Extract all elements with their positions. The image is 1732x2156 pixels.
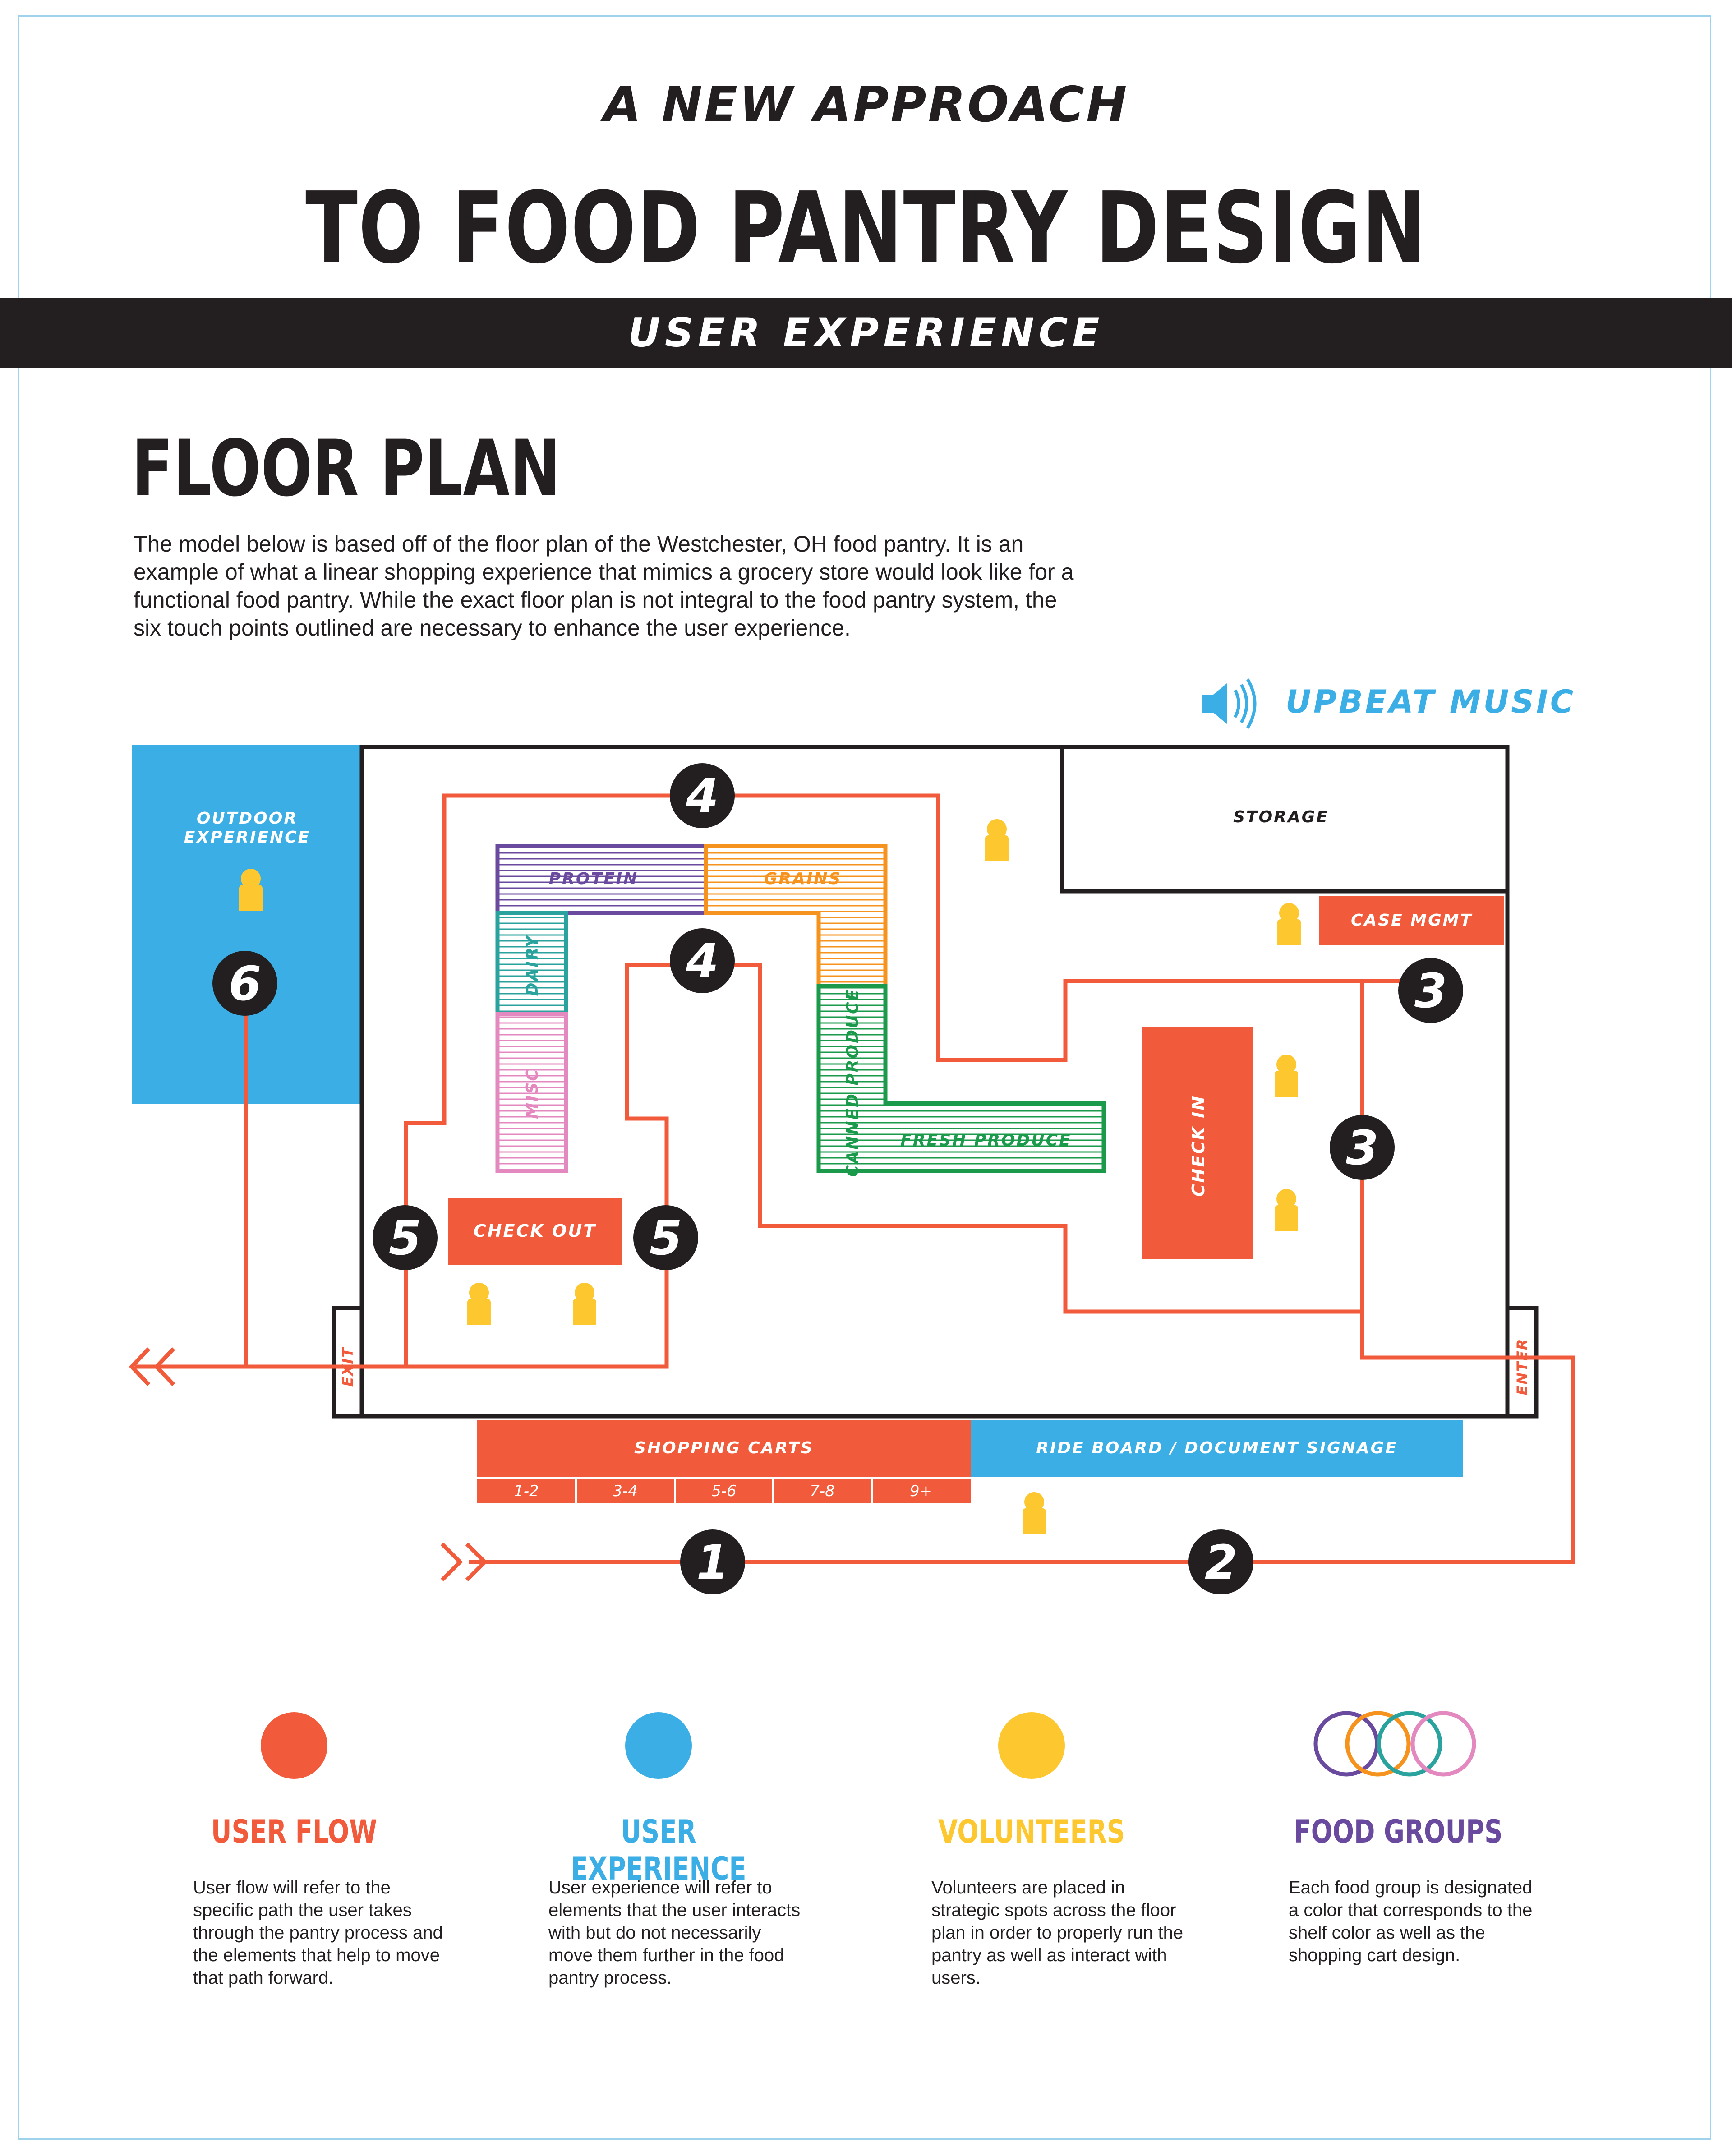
legend-title-food-groups: FOOD GROUPS	[1294, 1813, 1503, 1850]
speaker-icon	[1202, 678, 1257, 729]
legend-title-user-flow: USER FLOW	[211, 1813, 377, 1850]
cart-size-9-plus: 9+	[910, 1482, 932, 1500]
entry-arrow	[465, 1542, 488, 1582]
ride-board-label: RIDE BOARD / DOCUMENT SIGNAGE	[1036, 1439, 1398, 1457]
case-mgmt-label: CASE MGMT	[1351, 911, 1473, 930]
page-title: TO FOOD PANTRY DESIGN	[305, 171, 1427, 286]
floor-plan-heading: FLOOR PLAN	[132, 423, 561, 514]
svg-text:2: 2	[1205, 1535, 1237, 1590]
volunteer-icon	[239, 869, 263, 911]
fresh-produce-label: FRESH PRODUCE	[900, 1131, 1071, 1150]
legend-desc-food-groups: Each food group is designated a color th…	[1289, 1878, 1533, 1965]
cart-sizes: 1-2 3-4 5-6 7-8 9+	[477, 1477, 971, 1503]
user-experience-dot-icon	[625, 1712, 692, 1779]
touch-point-4: 4	[670, 928, 735, 993]
cart-size-5-6: 5-6	[711, 1482, 737, 1500]
volunteer-icon	[573, 1283, 596, 1325]
misc-label: MISC	[523, 1068, 542, 1119]
misc-shelf	[495, 1012, 568, 1173]
exit-arrow	[153, 1347, 175, 1387]
section-banner	[0, 298, 1732, 368]
svg-text:1: 1	[696, 1535, 729, 1590]
cart-size-7-8: 7-8	[810, 1482, 835, 1500]
volunteer-icon	[1275, 1189, 1298, 1231]
floor-plan-intro: The model below is based off of the floo…	[134, 531, 1074, 640]
volunteer-icon	[467, 1283, 491, 1325]
check-in-label: CHECK IN	[1188, 1095, 1208, 1197]
check-out-label: CHECK OUT	[474, 1221, 596, 1241]
svg-text:3: 3	[1346, 1120, 1378, 1175]
touch-point-5: 5	[373, 1205, 438, 1270]
grains-label: GRAINS	[764, 870, 842, 888]
entry-arrow	[440, 1542, 463, 1582]
building-outline	[332, 745, 1539, 1419]
enter-label: ENTER	[1514, 1338, 1531, 1396]
touch-point-4: 4	[670, 763, 735, 828]
volunteer-icon	[1275, 1055, 1298, 1097]
legend-desc-user-flow: User flow will refer to the specific pat…	[193, 1878, 443, 1988]
dairy-label: DAIRY	[523, 934, 542, 996]
canned-produce-label: CANNED PRODUCE	[843, 988, 862, 1177]
cart-size-1-2: 1-2	[514, 1482, 539, 1500]
touch-point-3: 3	[1330, 1115, 1395, 1180]
volunteer-icon	[1277, 903, 1301, 945]
legend-title-user-experience: USER EXPERIENCE	[571, 1813, 746, 1887]
outdoor-label: OUTDOOR	[197, 809, 298, 828]
legend-title-volunteers: VOLUNTEERS	[938, 1813, 1125, 1850]
shopping-carts-label: SHOPPING CARTS	[634, 1439, 814, 1457]
svg-text:5: 5	[650, 1211, 682, 1266]
touch-point-5: 5	[633, 1205, 698, 1270]
dairy-shelf	[495, 911, 568, 1016]
user-flow-dot-icon	[261, 1712, 327, 1779]
check-out-desk	[448, 1198, 622, 1265]
svg-text:5: 5	[389, 1211, 421, 1266]
legend-desc-user-experience: User experience will refer to elements t…	[548, 1878, 801, 1988]
protein-shelf	[495, 844, 708, 915]
outdoor-label: EXPERIENCE	[184, 828, 310, 847]
ride-board-area	[971, 1420, 1463, 1477]
upbeat-music-label: UPBEAT MUSIC	[1285, 683, 1576, 720]
svg-text:3: 3	[1414, 963, 1447, 1018]
legend-desc-volunteers: Volunteers are placed in strategic spots…	[931, 1878, 1184, 1988]
storage-label: STORAGE	[1233, 808, 1329, 826]
volunteers-dot-icon	[998, 1712, 1065, 1779]
touch-point-6: 6	[212, 951, 277, 1016]
banner-label: USER EXPERIENCE	[628, 309, 1104, 356]
touch-point-1: 1	[680, 1529, 745, 1594]
exit-arrow	[129, 1347, 151, 1387]
food-groups-rings-icon	[1313, 1711, 1476, 1777]
cart-size-3-4: 3-4	[613, 1482, 638, 1500]
svg-text:6: 6	[229, 956, 261, 1011]
protein-label: PROTEIN	[549, 870, 638, 888]
touch-point-2: 2	[1188, 1529, 1253, 1594]
svg-text:4: 4	[686, 769, 719, 824]
page-border	[18, 15, 1711, 2140]
pre-title: A NEW APPROACH	[603, 77, 1129, 133]
volunteer-icon	[1023, 1492, 1046, 1534]
check-in-desk	[1142, 1027, 1253, 1259]
shopping-carts-area	[477, 1420, 971, 1477]
svg-text:4: 4	[686, 934, 719, 989]
produce-shelf	[816, 984, 1106, 1173]
volunteer-icon	[985, 819, 1009, 861]
case-mgmt-desk	[1319, 896, 1504, 945]
storage-room	[1060, 745, 1510, 894]
touch-point-3: 3	[1398, 958, 1463, 1023]
